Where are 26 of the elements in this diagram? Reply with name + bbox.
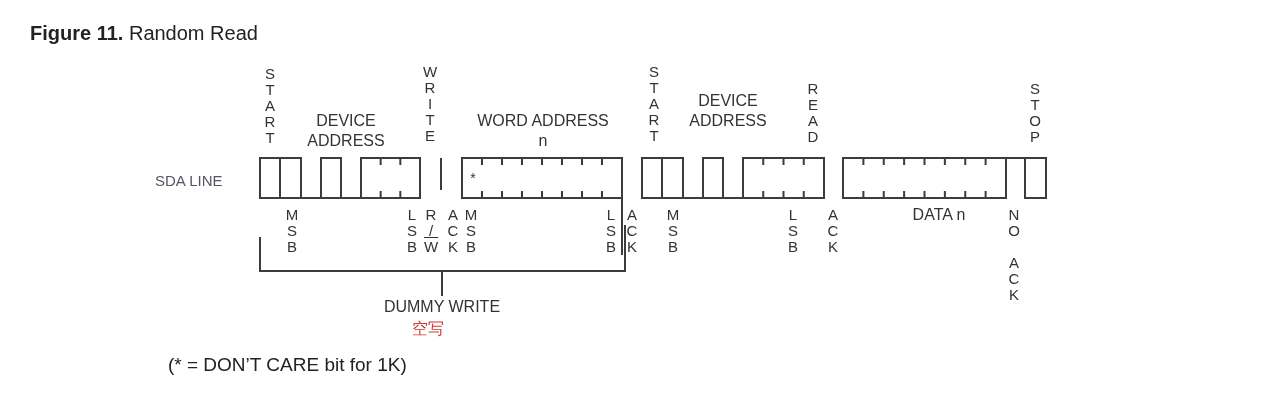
bit-label: ACK [826,207,840,255]
bit-label: LSB [406,207,418,255]
line-label: SDA LINE [155,171,223,191]
bit-label: R/W [424,207,438,255]
vertical-label: START [647,64,661,144]
vertical-label: STOP [1028,81,1042,145]
bit-label: ACK [446,207,460,255]
vertical-label: READ [806,81,820,145]
field-label: WORD ADDRESS n [476,111,610,151]
vertical-label: START [263,66,277,146]
asterisk-mark: * [469,169,477,188]
bit-label: ACK [625,207,639,255]
figure-title: Figure 11. Random Read [30,22,258,45]
footnote-text: (* = DON’T CARE bit for 1K) [168,355,407,375]
bit-label: LSB [605,207,617,255]
bracket-label: DUMMY WRITE [382,297,502,317]
bit-label: NO ACK [1007,207,1021,303]
bit-label: MSB [285,207,299,255]
bit-label: MSB [464,207,478,255]
field-label: DATA n [911,205,967,225]
field-label: DEVICE ADDRESS [306,111,386,151]
annotation-text: 空写 [411,319,445,339]
field-label: DEVICE ADDRESS [688,91,768,131]
bit-label: MSB [666,207,680,255]
bit-label: LSB [787,207,799,255]
vertical-label: WRITE [423,64,437,144]
